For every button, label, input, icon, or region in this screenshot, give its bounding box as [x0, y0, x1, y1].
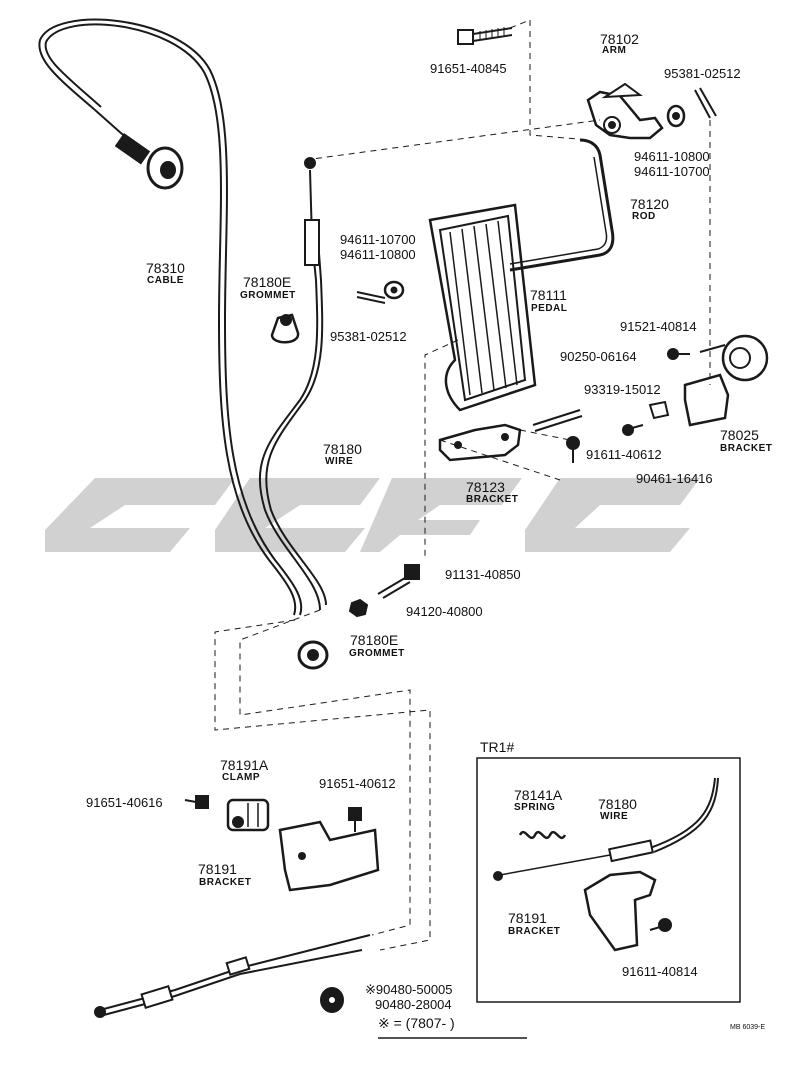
label-pin-90250-06164: 90250-06164	[560, 349, 637, 364]
spring-78141a	[493, 830, 611, 881]
label-cable-number: 78310	[146, 260, 185, 276]
label-grommet-bottom-number: 78180E	[350, 632, 399, 648]
label-inset-title: TR1#	[480, 739, 515, 755]
throttle-cable-bottom	[94, 934, 371, 1018]
cable-78310	[38, 18, 303, 616]
label-bracket-78123-name: BRACKET	[466, 494, 519, 505]
nut-94120-40800	[348, 598, 369, 618]
label-washer-94611-10700-left: 94611-10700	[340, 232, 416, 247]
label-bolt-91651-40612: 91651-40612	[319, 776, 396, 791]
label-inset-wire-name: WIRE	[600, 811, 629, 822]
arm-78102	[586, 82, 664, 140]
bolt-91651-40845	[457, 27, 513, 45]
label-washer-94611-10700-right: 94611-10700	[634, 164, 710, 179]
label-bolt-91651-40845: 91651-40845	[430, 61, 507, 76]
label-grommet-90480-50005: ※90480-50005	[365, 982, 453, 997]
pin-95381-left	[356, 291, 386, 304]
label-grommet-top-number: 78180E	[243, 274, 292, 290]
label-arm-name: ARM	[602, 45, 627, 56]
label-bracket-78025-number: 78025	[720, 427, 759, 443]
bolt-91611-40612	[566, 436, 580, 463]
bracket-78123	[438, 423, 522, 462]
label-pin-95381-left: 95381-02512	[330, 329, 407, 344]
label-inset-wire-number: 78180	[598, 796, 637, 812]
label-washer-94611-10800-left: 94611-10800	[340, 247, 416, 262]
label-grommet-90480-28004: 90480-28004	[375, 997, 452, 1012]
label-bolt-91611-40612: 91611-40612	[586, 447, 662, 462]
inset-bracket-78191	[583, 870, 657, 952]
label-bolt-91131-40850: 91131-40850	[445, 567, 521, 582]
label-wire-name: WIRE	[325, 456, 354, 467]
inset-wire-78180	[608, 777, 719, 863]
bracket-78025	[683, 334, 769, 427]
inset-tr1-box	[476, 757, 741, 1003]
label-clamp-number: 78191A	[220, 757, 269, 773]
label-note-date-range: ※ = (7807- )	[378, 1015, 455, 1031]
label-spring-number: 78141A	[514, 787, 563, 803]
bolt-91651-40612	[348, 807, 362, 832]
label-inset-bolt-91611-40814: 91611-40814	[622, 964, 698, 979]
clip-90461-16416	[648, 400, 670, 420]
label-bracket-78123-number: 78123	[466, 479, 505, 495]
label-grommet-bottom-name: GROMMET	[349, 648, 405, 659]
label-inset-bracket-number: 78191	[508, 910, 547, 926]
grommet-90480	[320, 987, 344, 1013]
label-arm-number: 78102	[600, 31, 639, 47]
pin-95381-top	[694, 87, 717, 119]
rod-78120	[509, 138, 615, 272]
label-rod-name: ROD	[632, 211, 656, 222]
screw-93319-15012	[622, 424, 644, 436]
pin-90250-06164	[532, 409, 583, 432]
label-inset-bracket-name: BRACKET	[508, 926, 561, 937]
clamp-78191a	[226, 798, 270, 832]
bracket-78191	[278, 820, 380, 892]
bolt-91651-40616	[184, 795, 209, 809]
label-washer-94611-10800-right: 94611-10800	[634, 149, 710, 164]
label-bolt-91521-40814: 91521-40814	[620, 319, 697, 334]
watermark-logo	[45, 478, 700, 552]
bolt-91131-40850	[377, 564, 420, 599]
label-rod-number: 78120	[630, 196, 669, 212]
label-pin-95381-top: 95381-02512	[664, 66, 741, 81]
label-pedal-number: 78111	[530, 287, 567, 303]
wire-78180	[258, 169, 321, 611]
label-clamp-name: CLAMP	[222, 772, 261, 783]
inset-bolt-91611-40814	[649, 918, 672, 932]
label-bracket-78191-name: BRACKET	[199, 877, 252, 888]
label-screw-93319-15012: 93319-15012	[584, 382, 661, 397]
label-pedal-name: PEDAL	[531, 303, 568, 314]
label-cable-name: CABLE	[147, 275, 184, 286]
bolt-91521-40814	[667, 348, 690, 360]
label-reference-code: MB 6039-E	[730, 1024, 766, 1031]
label-wire-number: 78180	[323, 441, 362, 457]
label-bracket-78025-name: BRACKET	[720, 443, 773, 454]
label-nut-94120-40800: 94120-40800	[406, 604, 483, 619]
label-bolt-91651-40616: 91651-40616	[86, 795, 163, 810]
label-clip-90461-16416: 90461-16416	[636, 471, 713, 486]
pedal-78111	[428, 203, 537, 412]
label-bracket-78191-number: 78191	[198, 861, 237, 877]
grommet-78180e-bottom	[297, 640, 329, 670]
label-spring-name: SPRING	[514, 802, 556, 813]
label-grommet-top-name: GROMMET	[240, 290, 296, 301]
